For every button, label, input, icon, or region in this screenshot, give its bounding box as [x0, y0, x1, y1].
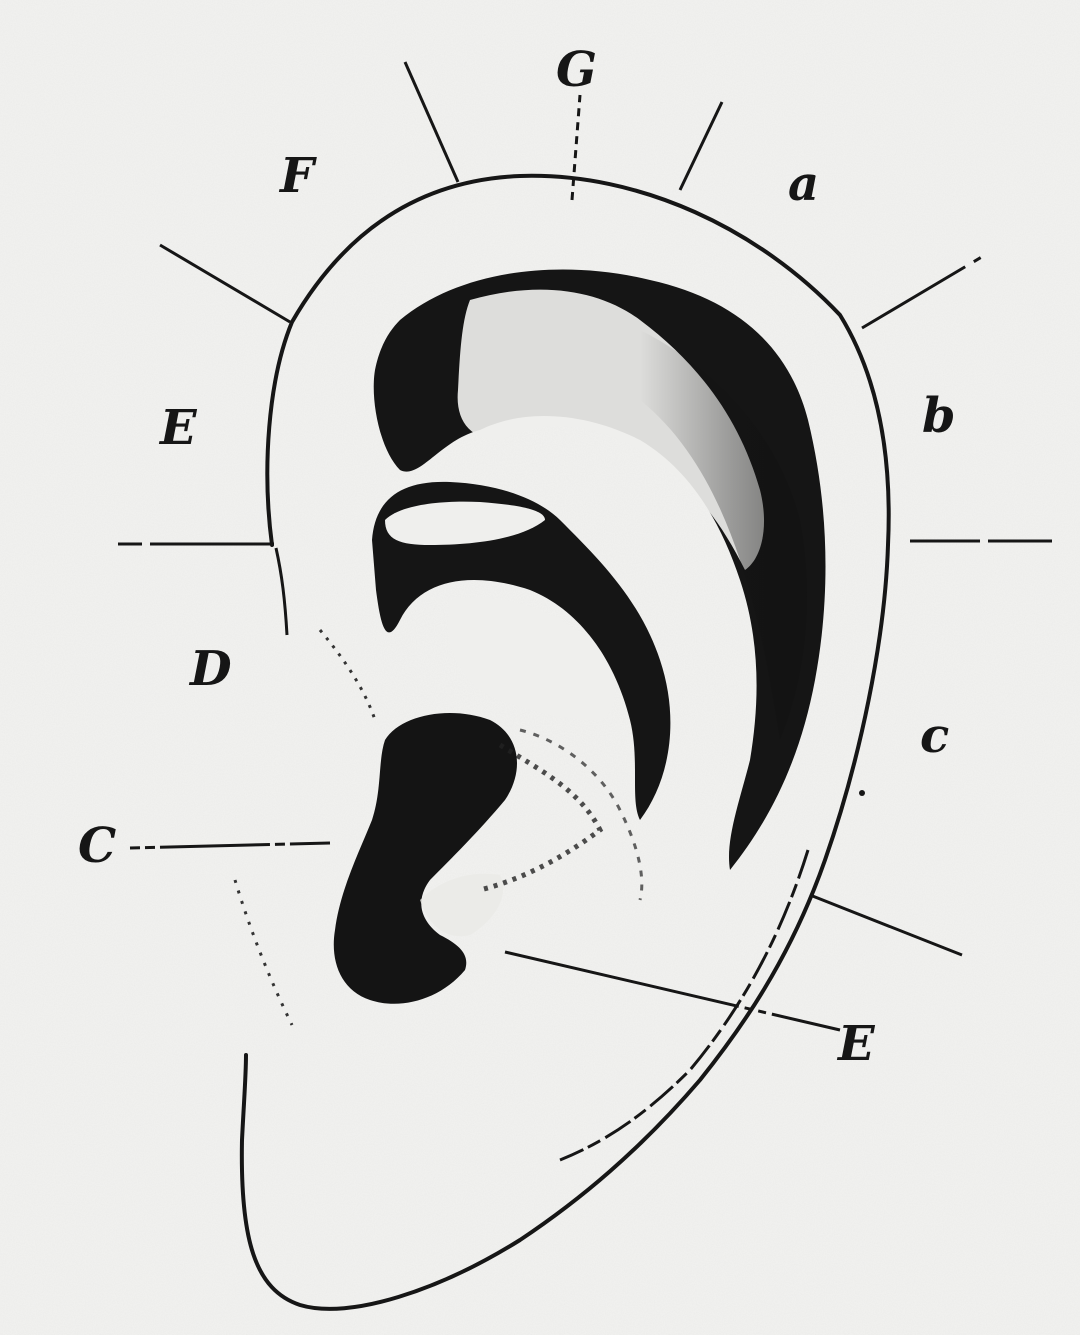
label-c: c	[920, 712, 949, 760]
label-a: a	[788, 160, 819, 208]
label-b: b	[922, 392, 956, 440]
label-C: C	[78, 822, 116, 870]
label-E-upper: E	[160, 404, 197, 452]
label-D: D	[190, 645, 232, 693]
label-G: G	[556, 46, 597, 94]
label-F: F	[280, 152, 314, 200]
ink-dot	[859, 790, 865, 796]
label-E-lower: E	[838, 1020, 875, 1068]
